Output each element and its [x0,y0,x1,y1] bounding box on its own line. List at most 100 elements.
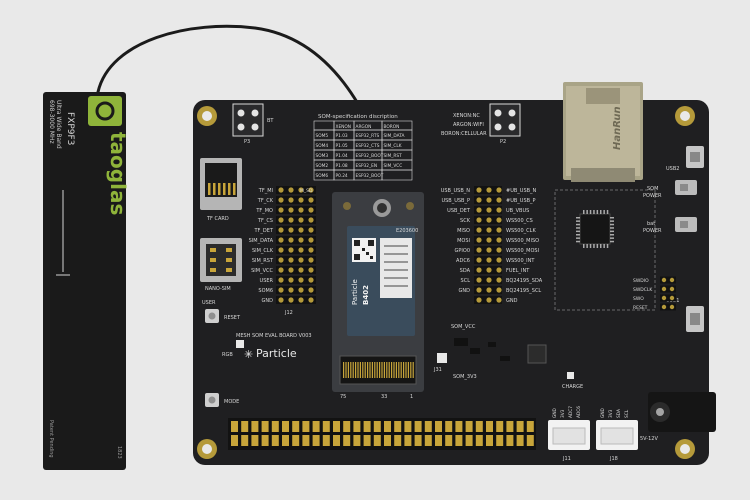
som-3v3-label: SOM_3V3 [453,374,477,380]
header-pin [278,217,284,223]
j18-label: J18 [609,456,618,462]
chip-pin [606,210,609,214]
header-pin [308,277,314,283]
bottom-header-pin [496,435,504,446]
p3-pads [232,103,264,137]
header-pin [476,267,482,273]
bottom-header-pin [465,435,473,446]
swd-pin [661,295,667,301]
m2-pin [345,362,347,378]
bottom-header-pin [526,435,534,446]
header-row [276,246,316,254]
j18-connector [596,420,638,450]
header-pin [496,227,502,233]
tf-card-slot [200,158,242,210]
header-pin [486,207,492,213]
bottom-header-pin [292,421,300,432]
m2-pin [410,362,412,378]
header-pin [288,217,294,223]
swd-pin [669,277,675,283]
bottom-header-pin [241,421,249,432]
header-pin [278,287,284,293]
chip-pin [596,210,599,214]
bottom-header-pin [516,421,524,432]
header-row [276,236,316,244]
chip-pin [576,227,580,229]
bottom-header-pin [251,435,259,446]
connector-pin-label: 3V3 [560,409,566,418]
header-row [276,196,316,204]
bottom-pin-header [228,418,536,450]
header-pin [288,257,294,263]
right-pin-label: #UB_USB_P [506,198,536,204]
header-pin [476,247,482,253]
p2-pads [489,103,521,137]
left-pin-label: SIM_CLK [252,248,274,254]
header-pin [308,267,314,273]
m2-pin [374,362,376,378]
header-pin [486,187,492,193]
header-pin [496,207,502,213]
right-pin-label: WS500_CLK [506,228,536,234]
header-pin [476,227,482,233]
m2-pin [383,362,385,378]
chip-pin [576,240,580,243]
header-pin [308,287,314,293]
tf-card-label: TF CARD [206,216,229,222]
header-pin [288,287,294,293]
rgb-led [236,340,244,348]
table-cell-text: ESP32_CTS [356,143,380,149]
header-pin [308,197,314,203]
header-pin [476,197,482,203]
left-pin-label: SIM_RST [252,258,274,264]
m2-pin [376,362,378,378]
m2-pin [343,362,345,378]
bottom-header-pin [271,435,279,446]
bat-power-l1: bat [647,221,655,227]
chip-pin [593,244,595,248]
header-pin [298,207,304,213]
header-pin [486,227,492,233]
chip-pin [576,234,580,236]
socket-num-33: 33 [381,394,387,400]
bottom-header-pin [261,435,269,446]
mid-pin-label: GND [459,288,471,294]
board-name: MESH SOM EVAL BOARD V003 [236,333,312,339]
header-pin [308,247,314,253]
header-pin [496,187,502,193]
antenna: taoglas FXP9F3 Ultra Wide Band 698-3000 … [43,92,130,470]
header-pin [308,207,314,213]
max-voltage-label: 5V-12V [640,436,658,442]
m2-pin [369,362,371,378]
bottom-header-pin [475,435,483,446]
swd-pin [669,304,675,310]
bottom-header-pin [353,435,361,446]
bottom-header-pin [282,435,289,446]
header-pin [308,217,314,223]
table-cell-text: SIM_RST [384,153,403,159]
bottom-header-pin [506,421,514,432]
header-pin [476,217,482,223]
bottom-header-pin [465,421,473,432]
table-title: SOM-specification discription [318,114,398,120]
right-pin-label: GND [506,298,518,304]
pcb-body [193,100,709,465]
chip-pin [583,244,585,248]
chip-pin [576,217,580,219]
bottom-header-pin [404,421,412,432]
chip-pin [610,217,614,219]
bottom-header-pin [445,421,453,432]
som-vcc-label: SOM_VCC [451,324,476,330]
header-pin [486,297,492,303]
header-pin [298,227,304,233]
header-pin [486,217,492,223]
ethernet-jack: HanRun [563,82,643,182]
m2-pin [379,362,381,378]
header-row [276,226,316,234]
connector-pin-label: GND [552,407,558,418]
header-pin [298,187,304,193]
m2-pin [367,362,369,378]
bottom-header-pin [496,421,504,432]
left-inner-label: M_SD [300,188,313,194]
